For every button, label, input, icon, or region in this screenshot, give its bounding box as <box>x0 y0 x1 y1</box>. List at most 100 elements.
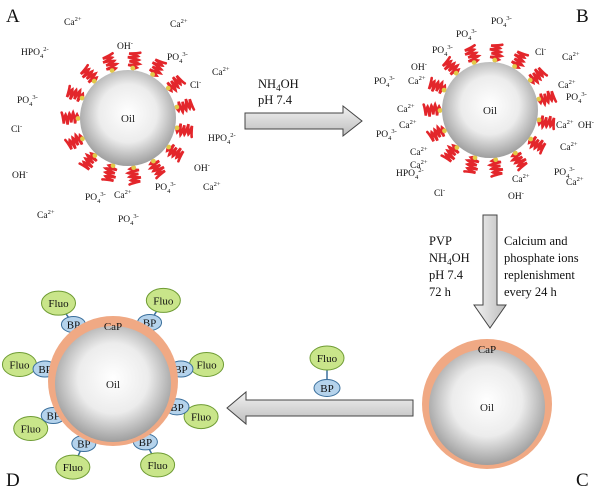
ion-po4-a2: PO43- <box>17 94 38 108</box>
fluo-label: Fluo <box>21 424 42 436</box>
droplet-a-phosphate-dot <box>165 85 171 91</box>
fluo-label: Fluo <box>9 360 30 372</box>
bp-label: BP <box>174 364 187 376</box>
droplet-a-protein-coil <box>101 163 118 183</box>
ion-ca-a5: Ca2+ <box>203 181 221 193</box>
droplet-a-protein-coil <box>78 151 98 171</box>
bp-label: BP <box>47 411 60 423</box>
droplet-a-phosphate-dot <box>80 136 85 142</box>
droplet-a-protein-coil <box>165 143 185 163</box>
ion-cl-b1: Cl- <box>535 46 546 58</box>
oil-core-b <box>442 62 538 158</box>
droplet-a-protein-coil <box>124 165 142 186</box>
cap-label-c: CaP <box>478 344 496 356</box>
ion-po4-b6: PO43- <box>376 128 397 142</box>
ion-ca-b7: Ca2+ <box>410 146 428 158</box>
droplet-a-protein-coil <box>166 74 187 94</box>
arrow-ab-ph: pH 7.4 <box>258 93 293 107</box>
arrow-bc-note-1: Calcium and <box>504 234 568 248</box>
bp-label: BP <box>38 364 51 376</box>
ion-oh-a1: OH- <box>117 40 133 52</box>
bp-label: BP <box>170 402 183 414</box>
droplet-b-protein-coil <box>489 43 505 63</box>
droplet-a-protein-coil <box>174 98 196 116</box>
arrow-bc-reagent-2: NH4OH <box>429 251 470 267</box>
droplet-b-phosphate-dot <box>454 145 460 150</box>
ion-po4-b3: PO43- <box>432 44 453 58</box>
droplet-a-protein-coil <box>79 63 99 84</box>
fluo-label: Fluo <box>63 462 84 474</box>
droplet-a-protein-coil <box>127 51 143 71</box>
protein-layer-a <box>60 51 196 186</box>
oil-label-b: Oil <box>483 105 497 117</box>
arrow-bc-note-4: every 24 h <box>504 285 558 299</box>
droplet-b-phosphate-dot <box>512 64 517 69</box>
ion-cl-a1: Cl- <box>190 79 201 91</box>
ion-ca-a3: Ca2+ <box>212 66 230 78</box>
fluo-label: Fluo <box>48 298 69 310</box>
arrow-bc-reagent-4: 72 h <box>429 285 452 299</box>
droplet-a-phosphate-dot <box>151 158 156 164</box>
oil-label-a: Oil <box>121 113 135 125</box>
fluo-bubble <box>145 287 181 313</box>
ion-po4-a3: PO43- <box>85 191 106 205</box>
ion-cl-a2: Cl- <box>11 123 22 135</box>
droplet-a-phosphate-dot <box>75 116 81 121</box>
droplet-b-protein-coil <box>441 55 461 76</box>
ion-oh-b3: OH- <box>508 190 524 202</box>
droplet-a-protein-coil <box>148 58 168 78</box>
arrow-ab-reagent: NH4OH <box>258 77 299 93</box>
ion-ca-a4: Ca2+ <box>114 189 132 201</box>
cap-label-d: CaP <box>104 321 122 333</box>
arrow-bc-note-2: phosphate ions <box>504 251 579 265</box>
droplet-a-protein-coil <box>147 158 166 180</box>
droplet-b: Oil <box>422 43 558 178</box>
ion-ca-a1: Ca2+ <box>64 16 82 28</box>
droplet-b-phosphate-dot <box>528 136 534 142</box>
panel-label-b: B <box>576 6 589 27</box>
droplet-b-phosphate-dot <box>471 60 477 65</box>
fluo-label: Fluo <box>191 412 212 424</box>
droplet-b-protein-coil <box>486 157 504 178</box>
droplet-b-protein-coil <box>536 90 558 108</box>
fluo-label: Fluo <box>148 460 169 472</box>
droplet-b-phosphate-dot <box>493 157 499 163</box>
droplet-b-protein-coil <box>440 143 460 163</box>
oil-core-d <box>55 326 171 442</box>
arrow-bc-reagent-3: pH 7.4 <box>429 268 464 282</box>
oil-label-c: Oil <box>480 402 494 414</box>
arrow-b-to-c: PVP NH4OH pH 7.4 72 h Calcium and phosph… <box>429 214 579 329</box>
fluo-bp-conjugate: Fluo BP <box>309 345 345 397</box>
droplet-b-phosphate-dot <box>492 57 498 63</box>
droplet-b-phosphate-dot <box>472 155 478 161</box>
ion-ca-b3: Ca2+ <box>558 79 576 91</box>
arrow-bc-reagent-1: PVP <box>429 234 452 248</box>
droplet-b-phosphate-dot <box>442 128 447 134</box>
droplet-a-phosphate-dot <box>92 153 98 158</box>
ion-ca-b6: Ca2+ <box>556 119 574 131</box>
droplet-b-protein-coil <box>427 76 447 95</box>
droplet-b-phosphate-dot <box>441 87 447 93</box>
arrow-c-to-d: Fluo BP <box>226 345 414 426</box>
ion-oh-b1: OH- <box>411 61 427 73</box>
droplet-a-phosphate-dot <box>174 104 180 110</box>
droplet-b-protein-coil <box>528 66 549 86</box>
droplet-b-protein-coil <box>509 150 528 172</box>
ion-ca-b1: Ca2+ <box>562 51 580 63</box>
droplet-b-protein-coil <box>464 44 482 65</box>
fluo-bubble <box>140 452 176 478</box>
arrow-a-to-b: NH4OH pH 7.4 <box>244 77 363 138</box>
ion-ca-b5: Ca2+ <box>399 119 417 131</box>
arrow-bc-note-3: replenishment <box>504 268 575 282</box>
panel-label-c: C <box>576 470 589 491</box>
droplet-b-protein-coil <box>422 101 443 117</box>
protein-layer-b <box>422 43 558 178</box>
droplet-b-protein-coil <box>426 124 447 142</box>
droplet-a-protein-coil <box>60 109 81 125</box>
fluo-bubble <box>13 416 49 441</box>
droplet-a-phosphate-dot <box>174 125 180 131</box>
droplet-c: CaP Oil <box>422 339 552 469</box>
droplet-a-phosphate-dot <box>91 78 97 84</box>
